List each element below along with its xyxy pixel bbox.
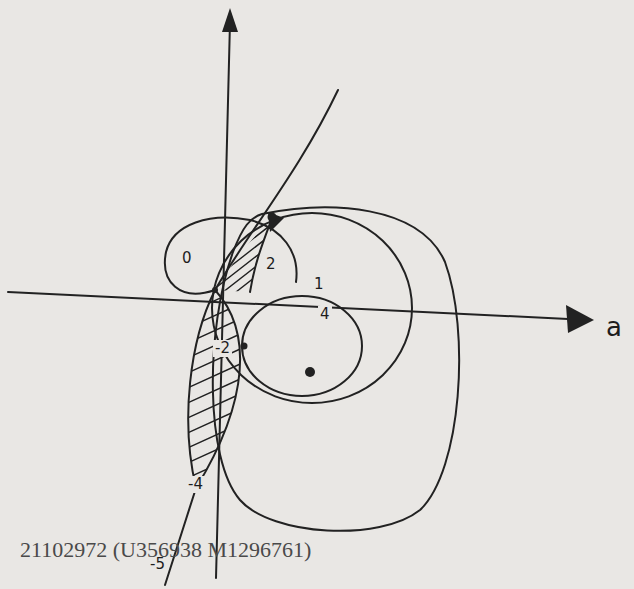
- tick-label: 4: [318, 306, 332, 323]
- hatching: [150, 250, 260, 525]
- axis-label: 0: [180, 250, 194, 267]
- inner-ellipse: [242, 296, 362, 396]
- tick-label: 2: [264, 256, 278, 273]
- axis-arrowhead: [566, 305, 594, 333]
- tick-label: -4: [186, 476, 205, 493]
- watermark: 21102972 (U356938 M1296761): [18, 538, 313, 562]
- curve-arrowhead: [268, 212, 284, 232]
- point: [241, 343, 248, 350]
- middle-circle: [212, 213, 412, 403]
- small-loop: [165, 218, 297, 294]
- short-line: [250, 218, 272, 292]
- axis-arrowhead: [222, 8, 238, 32]
- tick-label: 1: [312, 276, 326, 293]
- horizontal-axis: [8, 292, 568, 319]
- curve: [165, 90, 338, 585]
- point: [212, 287, 218, 293]
- point: [268, 213, 277, 222]
- point: [305, 367, 315, 377]
- large-loop: [213, 207, 459, 530]
- tick-label: -2: [213, 340, 232, 357]
- axis-name: a: [604, 313, 624, 341]
- hatching: [200, 200, 290, 320]
